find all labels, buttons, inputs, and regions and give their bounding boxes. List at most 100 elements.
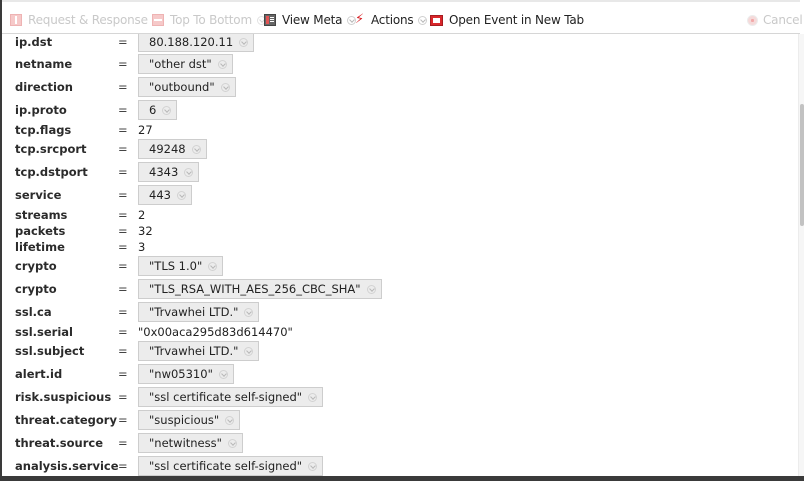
meta-value-button[interactable]: 4343 [138,162,200,182]
meta-row-lifetime: lifetime = 3 [2,237,782,257]
equals-sign: = [118,436,128,450]
meta-row-threat-category: threat.category = "suspicious" [2,410,782,430]
meta-value: 80.188.120.11 [149,35,234,49]
meta-row-crypto: crypto = "TLS_RSA_WITH_AES_256_CBC_SHA" [2,279,782,299]
meta-key: threat.category [15,413,117,427]
chevron-down-icon [162,105,172,115]
chevron-down-icon [176,190,186,200]
meta-row-ip-proto: ip.proto = 6 [2,100,782,120]
meta-key: ip.proto [15,103,67,117]
meta-value: 4343 [149,165,179,179]
meta-value-button[interactable]: "Trvawhei LTD." [138,341,260,361]
meta-value: "0x00aca295d83d614470" [138,325,293,339]
meta-value: 27 [138,123,153,137]
meta-value-button[interactable]: "netwitness" [138,433,243,453]
equals-sign: = [118,459,128,473]
meta-key: ssl.serial [15,325,73,339]
meta-row-tcp-flags: tcp.flags = 27 [2,120,782,140]
meta-key: crypto [15,259,57,273]
meta-row-ip-dst: ip.dst = 80.188.120.11 [2,34,782,52]
top-to-bottom-button[interactable]: Top To Bottom [152,11,266,29]
meta-key: service [15,188,62,202]
chevron-down-icon [244,307,254,317]
meta-value: "Trvawhei LTD." [149,344,239,358]
chevron-down-icon [208,261,218,271]
meta-key: packets [15,224,66,238]
cancel-icon [747,14,758,26]
chevron-down-icon [218,369,228,379]
meta-key: risk.suspicious [15,390,112,404]
open-event-new-tab-label: Open Event in New Tab [449,13,584,27]
equals-sign: = [118,80,128,94]
meta-row-tcp-dstport: tcp.dstport = 4343 [2,162,782,182]
meta-value: "Trvawhei LTD." [149,305,239,319]
meta-row-streams: streams = 2 [2,205,782,225]
meta-row-direction: direction = "outbound" [2,77,782,97]
chevron-down-icon [225,415,235,425]
meta-value-button[interactable]: "Trvawhei LTD." [138,302,260,322]
meta-value-button[interactable]: 6 [138,100,178,120]
equals-sign: = [118,390,128,404]
meta-value-button[interactable]: "TLS 1.0" [138,256,224,276]
meta-value-button[interactable]: "ssl certificate self-signed" [138,456,324,476]
equals-sign: = [118,165,128,179]
meta-value: "nw05310" [149,367,213,381]
equals-sign: = [118,282,128,296]
meta-row-ssl-serial: ssl.serial = "0x00aca295d83d614470" [2,322,782,342]
equals-sign: = [118,344,128,358]
meta-value-button[interactable]: "ssl certificate self-signed" [138,387,324,407]
meta-row-risk-suspicious: risk.suspicious = "ssl certificate self-… [2,387,782,407]
meta-row-packets: packets = 32 [2,221,782,241]
meta-value: 3 [138,240,146,254]
chevron-down-icon [347,15,357,25]
window-bottom-border [0,476,804,481]
cancel-button[interactable]: Cancel [747,11,803,29]
meta-row-ssl-ca: ssl.ca = "Trvawhei LTD." [2,302,782,322]
request-response-label: Request & Response [28,13,148,27]
meta-value: 49248 [149,142,186,156]
meta-value: "suspicious" [149,413,220,427]
meta-key: direction [15,80,73,94]
chevron-down-icon [366,284,376,294]
equals-sign: = [118,305,128,319]
vertical-scrollbar[interactable] [798,34,804,476]
meta-key: ssl.subject [15,344,85,358]
meta-key: lifetime [15,240,65,254]
chevron-down-icon [191,144,201,154]
meta-value-button[interactable]: 49248 [138,139,207,159]
meta-value-button[interactable]: "nw05310" [138,364,234,384]
open-event-new-tab-button[interactable]: Open Event in New Tab [430,11,584,29]
meta-value-button[interactable]: "outbound" [138,77,236,97]
chevron-down-icon [308,392,318,402]
chevron-down-icon [217,59,227,69]
meta-row-netname: netname = "other dst" [2,54,782,74]
meta-value: "TLS 1.0" [149,259,203,273]
meta-row-threat-source: threat.source = "netwitness" [2,433,782,453]
meta-value-button[interactable]: 443 [138,185,192,205]
actions-button[interactable]: ⚡ Actions [355,11,428,29]
equals-sign: = [118,224,128,238]
top-to-bottom-icon [152,14,164,26]
request-response-button[interactable]: Request & Response [10,11,162,29]
meta-value: "other dst" [149,57,212,71]
meta-value-button[interactable]: "other dst" [138,54,233,74]
view-meta-button[interactable]: View Meta [264,11,357,29]
scrollbar-thumb[interactable] [800,104,804,226]
meta-row-ssl-subject: ssl.subject = "Trvawhei LTD." [2,341,782,361]
chevron-down-icon [184,167,194,177]
meta-key: netname [15,57,73,71]
equals-sign: = [118,103,128,117]
new-tab-icon [430,14,443,26]
meta-value-button[interactable]: 80.188.120.11 [138,34,255,52]
chevron-down-icon [227,438,237,448]
meta-key: analysis.service [15,459,119,473]
equals-sign: = [118,259,128,273]
meta-value-button[interactable]: "suspicious" [138,410,241,430]
meta-value-button[interactable]: "TLS_RSA_WITH_AES_256_CBC_SHA" [138,279,382,299]
meta-value: "netwitness" [149,436,222,450]
view-meta-label: View Meta [282,13,343,27]
meta-value: 443 [149,188,171,202]
equals-sign: = [118,142,128,156]
lightning-bolt-icon: ⚡ [355,12,364,27]
meta-key: alert.id [15,367,63,381]
